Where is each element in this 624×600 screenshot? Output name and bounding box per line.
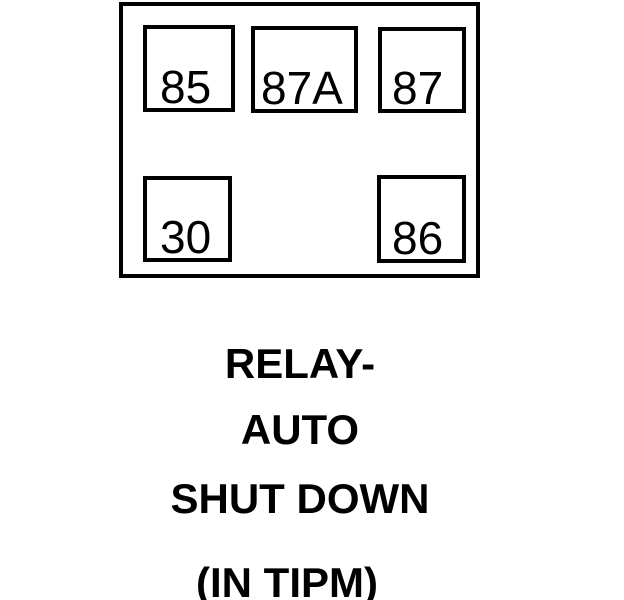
relay-outline-box: 85 87A 87 30 86 xyxy=(119,2,480,278)
pin-label-85: 85 xyxy=(160,61,212,113)
pin-box-86: 86 xyxy=(377,175,466,263)
pin-box-87: 87 xyxy=(378,27,466,113)
pin-box-30: 30 xyxy=(143,176,232,262)
caption-line-in-tipm: (IN TIPM) xyxy=(196,559,378,600)
caption-line-auto: AUTO xyxy=(240,406,360,453)
pin-label-87: 87 xyxy=(392,62,444,114)
caption-line-shut-down: SHUT DOWN xyxy=(170,475,430,522)
pin-box-87a: 87A xyxy=(251,26,358,113)
caption-line-relay: RELAY- xyxy=(224,340,376,387)
pin-label-87a: 87A xyxy=(261,62,343,114)
pin-label-30: 30 xyxy=(160,211,212,263)
pin-label-86: 86 xyxy=(392,212,444,264)
pin-box-85: 85 xyxy=(143,25,235,112)
